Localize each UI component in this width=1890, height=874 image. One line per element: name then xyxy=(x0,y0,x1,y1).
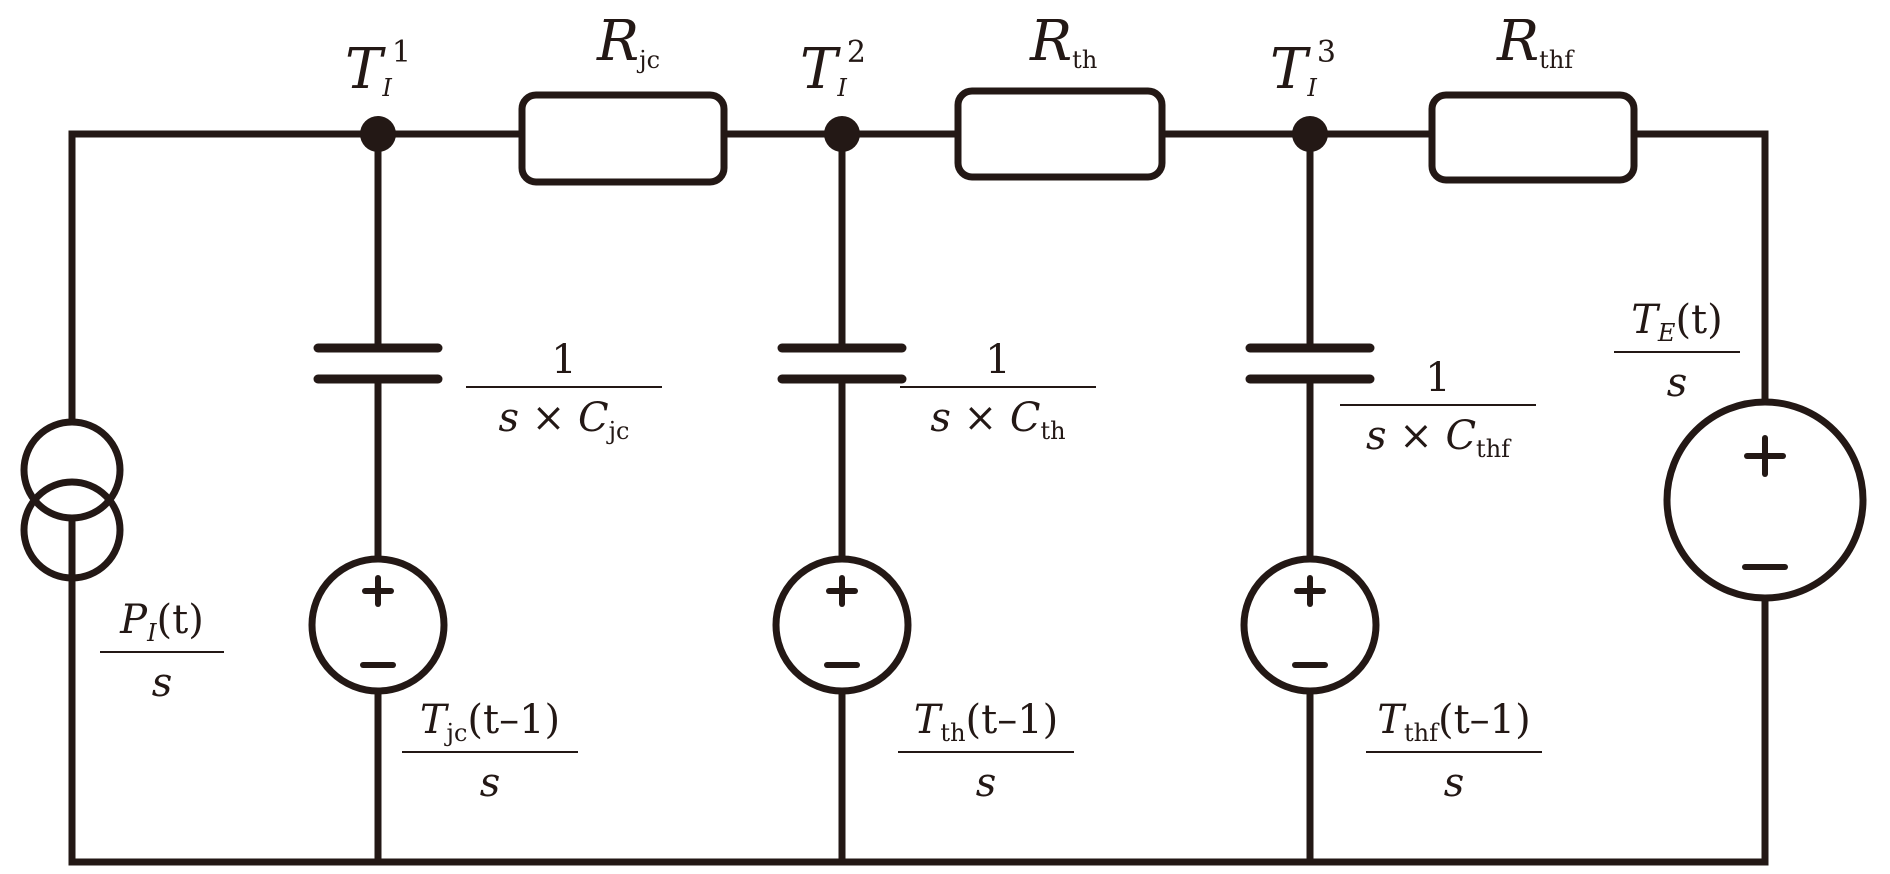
voltage-source-jc xyxy=(308,555,448,695)
node-label-2: TI2 xyxy=(800,35,866,102)
resistor-jc xyxy=(518,91,728,186)
voltage-source-thf xyxy=(1240,555,1380,695)
source-fraction-jc: Tjc(t–1) s xyxy=(402,700,578,803)
source-fraction-th: Tth(t–1) s xyxy=(898,700,1074,803)
resistor-label-th: Rth xyxy=(1030,9,1098,74)
current-source-bottom-ring xyxy=(20,478,124,582)
resistor-label-jc: Rjc xyxy=(597,9,661,74)
ambient-source-fraction: TE(t) s xyxy=(1614,300,1740,403)
voltage-source-th xyxy=(772,555,912,695)
capacitor-jc-gap xyxy=(360,352,396,376)
node-label-1: TI1 xyxy=(345,35,411,102)
capacitor-thf-gap xyxy=(1292,352,1328,376)
capacitor-th-numerator: 1 xyxy=(985,337,1011,383)
capacitor-th-gap xyxy=(824,352,860,376)
resistor-th xyxy=(954,87,1166,181)
voltage-source-ambient xyxy=(1663,398,1867,602)
resistor-thf xyxy=(1428,91,1638,184)
source-fraction-thf: Tthf(t–1) s xyxy=(1366,700,1542,803)
node-2-dot xyxy=(824,116,860,152)
capacitor-impedance-thf: 1 s × Cthf xyxy=(1340,358,1536,461)
node-1-dot xyxy=(360,116,396,152)
capacitor-impedance-th: 1 s × Cth xyxy=(900,340,1096,443)
current-source-top-ring xyxy=(20,418,124,522)
resistor-label-thf: Rthf xyxy=(1497,9,1574,74)
capacitor-thf-numerator: 1 xyxy=(1425,355,1451,401)
node-3-dot xyxy=(1292,116,1328,152)
capacitor-jc-numerator: 1 xyxy=(551,337,577,383)
node-label-3: TI3 xyxy=(1270,35,1336,102)
current-source-fraction: PI(t) s xyxy=(100,600,224,703)
capacitor-impedance-jc: 1 s × Cjc xyxy=(466,340,662,443)
